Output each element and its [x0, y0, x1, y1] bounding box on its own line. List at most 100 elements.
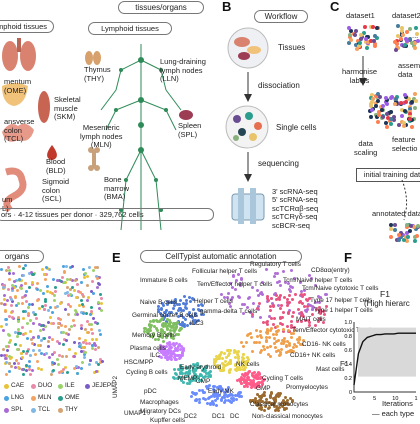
umap-point: [302, 314, 306, 318]
cell-type-label: Cycling B cells: [126, 369, 168, 376]
cluster-dot: [90, 332, 94, 336]
cell-type-label: CD16+ NK cells: [290, 352, 336, 359]
umap-point: [265, 345, 269, 349]
umap-point: [201, 313, 205, 317]
umap-point: [259, 405, 263, 409]
cluster-dot: [79, 291, 83, 295]
cluster-dot: [376, 99, 381, 104]
cluster-dot: [368, 114, 373, 119]
cluster-dot: [99, 333, 103, 337]
cluster-dot: [37, 349, 41, 353]
cluster-dot: [68, 292, 72, 296]
cluster-dot: [20, 367, 24, 371]
umap-point: [189, 299, 193, 303]
cluster-dot: [399, 120, 404, 125]
umap-point: [165, 313, 169, 317]
umap-point: [161, 314, 165, 318]
cluster-dot: [43, 307, 47, 311]
cluster-dot: [75, 277, 79, 281]
umap-point: [305, 310, 309, 314]
umap-point: [259, 395, 263, 399]
cluster-dot: [96, 277, 100, 281]
cluster-dot: [402, 93, 407, 98]
umap-point: [223, 351, 227, 355]
umap-point: [147, 331, 151, 335]
umap-point: [158, 346, 162, 350]
cluster-dot: [6, 298, 10, 302]
umap-point: [262, 391, 266, 395]
umap-point: [273, 405, 277, 409]
umap-point: [285, 301, 289, 305]
umap-point: [278, 353, 282, 357]
cluster-dot: [99, 301, 103, 305]
cluster-dot: [10, 365, 14, 369]
umap-point: [253, 385, 257, 389]
cluster-dot: [40, 338, 44, 342]
cluster-dot: [413, 226, 418, 231]
umap-point: [159, 348, 163, 352]
cluster-dot: [11, 287, 15, 291]
harmonise-arrow: [359, 56, 367, 86]
cluster-dot: [66, 303, 70, 307]
umap-point: [175, 332, 178, 336]
cluster-dot: [27, 303, 31, 307]
cluster-dot: [2, 353, 6, 357]
umap-point: [170, 352, 174, 356]
cluster-dot: [66, 278, 70, 282]
umap-point: [317, 308, 321, 312]
cluster-dot: [347, 41, 352, 46]
umap-point: [188, 321, 192, 325]
umap-point: [206, 387, 210, 391]
cluster-dot: [43, 272, 47, 276]
umap-point: [229, 298, 233, 302]
cluster-dot: [405, 225, 410, 230]
cluster-dot: [381, 104, 386, 109]
umap-point: [163, 331, 167, 335]
cluster-dot: [40, 351, 44, 355]
umap-point: [212, 385, 216, 389]
umap-point: [236, 273, 240, 277]
cluster-dot: [40, 367, 44, 371]
umap-point: [248, 383, 252, 387]
umap-point: [177, 367, 181, 371]
umap-point: [176, 309, 180, 313]
cluster-dot: [29, 372, 33, 376]
cluster-dot: [67, 294, 71, 298]
umap-point: [273, 326, 277, 330]
cluster-dot: [400, 26, 405, 31]
cluster-dot: [50, 363, 54, 367]
cluster-dot: [83, 275, 87, 279]
cluster-dot: [405, 235, 410, 240]
umap-point: [173, 346, 177, 350]
cluster-dot: [90, 347, 94, 351]
umap-point: [273, 399, 277, 403]
umap-point: [250, 349, 254, 353]
umap-point: [193, 319, 197, 323]
cluster-dot: [46, 320, 50, 324]
umap-point: [265, 397, 269, 401]
cluster-dot: [381, 114, 386, 119]
cluster-dot: [2, 293, 6, 297]
umap-point: [170, 310, 174, 314]
umap-point: [168, 328, 172, 332]
cluster-dot: [362, 30, 367, 35]
umap-point: [187, 365, 191, 369]
cluster-dot: [413, 99, 418, 104]
cluster-dot: [8, 333, 12, 337]
umap-point: [183, 295, 187, 299]
umap-point: [213, 360, 217, 364]
umap-point: [289, 331, 293, 335]
cluster-dot: [57, 353, 61, 357]
annotated-cluster: [386, 222, 420, 244]
cluster-dot: [406, 97, 411, 102]
umap-point: [197, 375, 201, 379]
umap-point: [324, 305, 328, 309]
blood-label: Blood(BLD): [46, 157, 66, 175]
umap-point: [194, 372, 198, 376]
cluster-dot: [74, 308, 78, 312]
panel-e-header: CellTypist automatic annotation: [140, 250, 302, 263]
cluster-dot: [55, 339, 59, 343]
cluster-dot: [98, 282, 102, 286]
cluster-dot: [75, 371, 79, 375]
